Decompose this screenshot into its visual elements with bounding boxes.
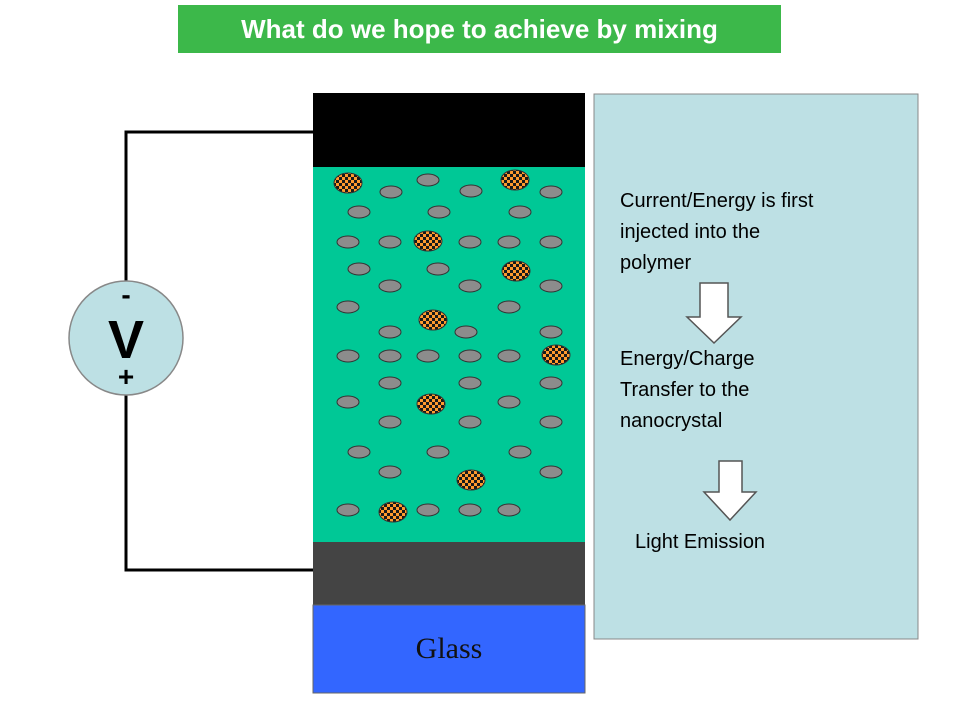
step-transfer: Energy/Charge Transfer to the nanocrysta… (620, 348, 755, 432)
voltage-symbol: V (108, 310, 144, 370)
glass-label: Glass (416, 632, 483, 665)
cathode-layer (313, 93, 585, 167)
step-light-emission: Light Emission (635, 531, 765, 553)
polymer-molecules (336, 173, 563, 517)
step-injection-line-2: injected into the (620, 221, 760, 243)
anode-layer (313, 542, 585, 605)
voltage-source (68, 280, 184, 396)
circuit-wire-bottom (124, 385, 320, 572)
down-arrow-icon (685, 282, 743, 345)
voltage-plus-sign: + (118, 361, 134, 392)
nanocrystals (333, 169, 571, 523)
glass-layer (312, 604, 586, 694)
explanation-panel (593, 93, 919, 640)
step-transfer-line-1: Energy/Charge (620, 348, 755, 370)
step-injection-line-1: Current/Energy is first (620, 190, 814, 212)
circuit-wire-top (124, 130, 318, 290)
voltage-minus-sign: - (121, 279, 130, 310)
slide-title: What do we hope to achieve by mixing (178, 5, 781, 53)
step-injection: Current/Energy is first injected into th… (620, 190, 814, 274)
down-arrow-icon (702, 460, 758, 522)
step-transfer-line-3: nanocrystal (620, 410, 722, 432)
step-injection-line-3: polymer (620, 252, 691, 274)
step-transfer-line-2: Transfer to the (620, 379, 749, 401)
